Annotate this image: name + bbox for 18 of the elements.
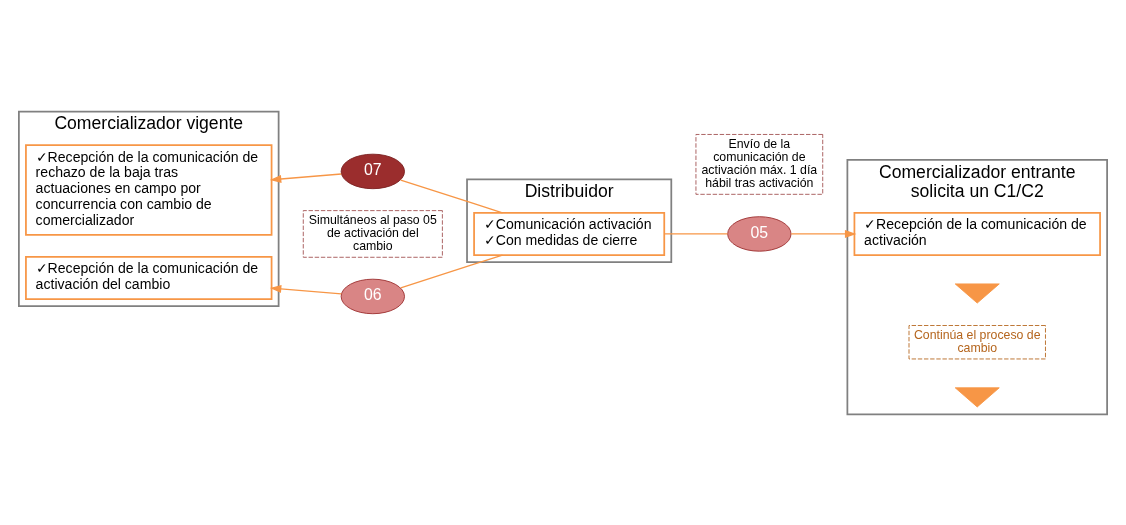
node-box: ✓Recepción de la comunicación de activación del cambio xyxy=(25,255,273,300)
node-box: Simultáneos al paso 05 de activación del cambio xyxy=(302,209,443,258)
arrow xyxy=(790,229,857,238)
node-arrow xyxy=(954,282,1000,303)
node-ellipse: 06 xyxy=(340,278,405,314)
node-box: Continúa el proceso de cambio xyxy=(908,324,1046,359)
connector xyxy=(663,232,729,235)
node-box: ✓Recepción de la comunicación de rechazo de la baja tras actuaciones en campo por concurrencia con cambio de comercializador xyxy=(25,143,273,236)
node-arrow xyxy=(954,386,1000,407)
connector xyxy=(400,178,504,213)
arrow xyxy=(269,172,342,183)
node-box: Envío de la comunicación de activación máx. 1 día hábil tras activación xyxy=(695,133,824,195)
node-ellipse: 07 xyxy=(340,153,405,189)
node-ellipse: 05 xyxy=(727,215,792,252)
node-box: ✓Recepción de la comunicación de activación xyxy=(853,211,1101,256)
connector xyxy=(400,253,504,288)
arrow xyxy=(269,284,342,295)
node-box: ✓Comunicación activación ✓Con medidas de cierre xyxy=(473,211,666,256)
